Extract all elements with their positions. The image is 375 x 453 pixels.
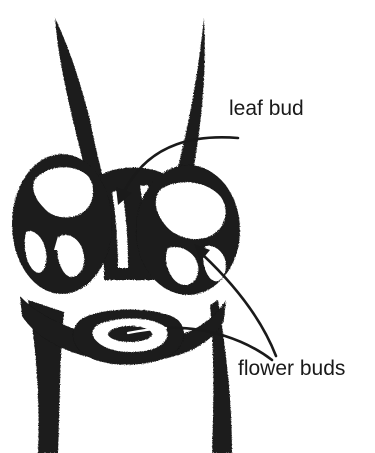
leaf-bud-label: leaf bud bbox=[229, 97, 304, 121]
flower-base-core bbox=[108, 326, 152, 342]
flower-buds-label: flower buds bbox=[238, 357, 345, 381]
stem-core bbox=[60, 360, 212, 453]
